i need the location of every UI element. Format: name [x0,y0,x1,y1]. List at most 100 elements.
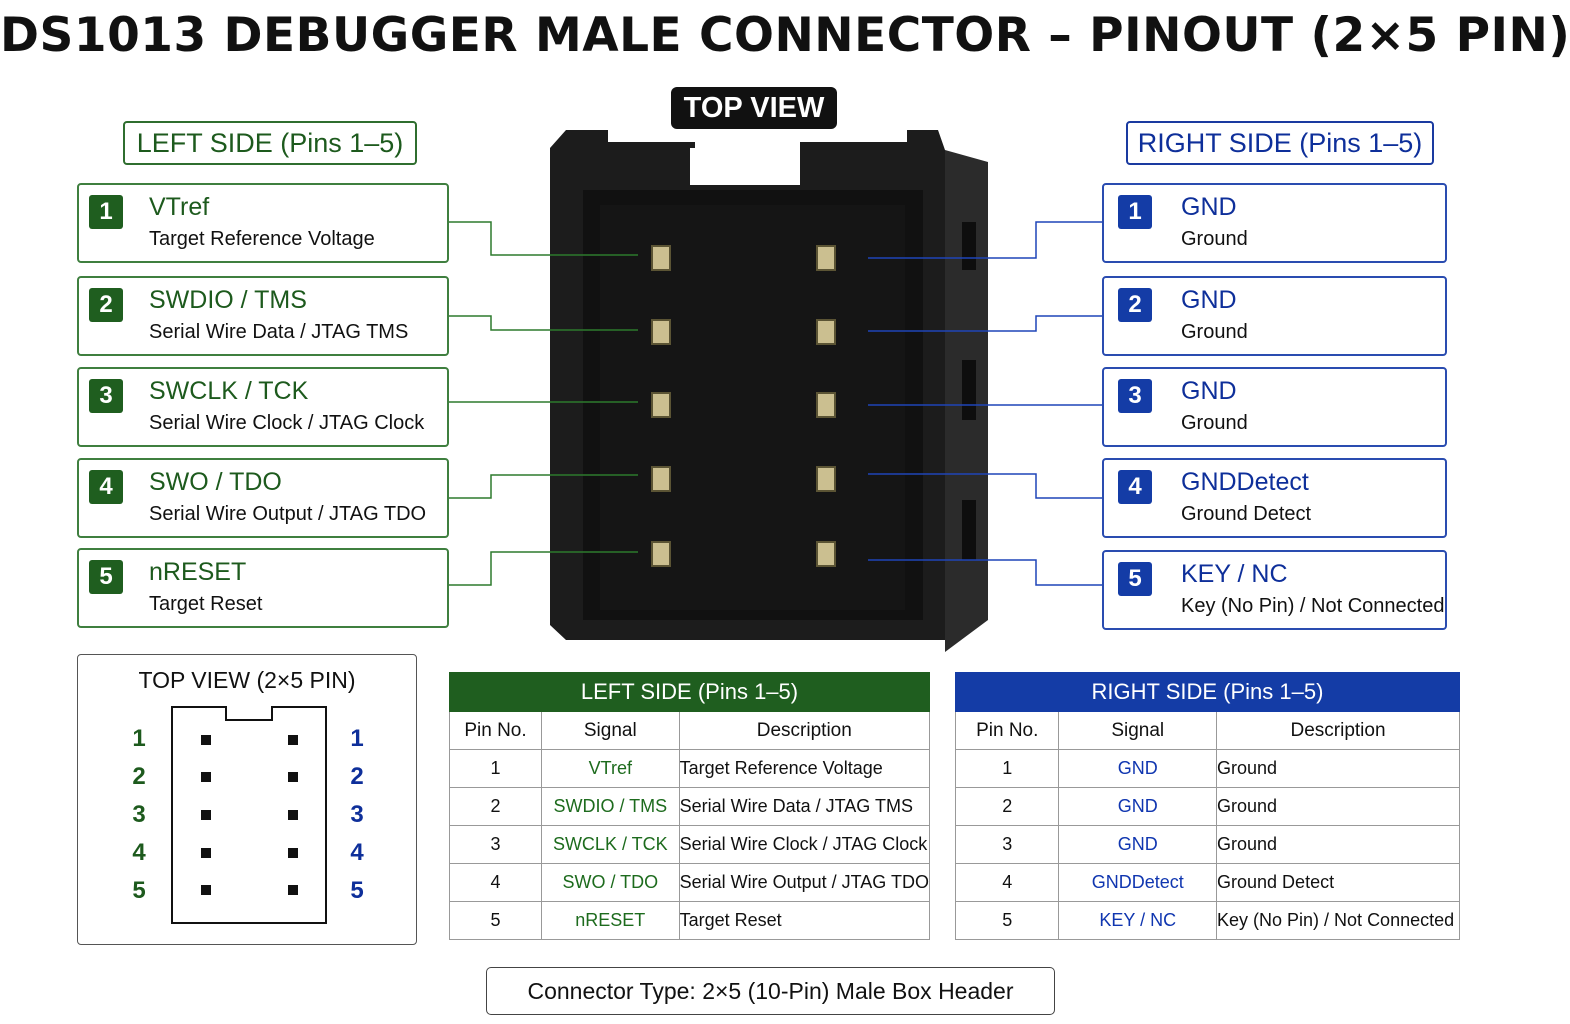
pin-signal: GNDDetect [1181,468,1309,496]
pin-right-5 [816,541,836,567]
leader-lines-right [868,221,1102,586]
pin-description: Target Reference Voltage [149,228,375,250]
pin-description: Target Reset [149,593,263,615]
pin-right-4 [816,466,836,492]
pin-column-right [816,245,836,567]
pin-right-3 [816,392,836,418]
cell-pin: 5 [449,901,542,940]
leader-left-5 [449,551,638,586]
table-row: 1 GND Ground [954,749,1460,788]
leader-right-1 [868,221,1102,259]
cell-description: Ground [1216,825,1460,864]
pin-description: Serial Wire Output / JTAG TDO [149,503,427,525]
cell-pin: 1 [449,749,542,788]
connector-photo [550,130,988,652]
pin-signal: SWDIO / TMS [149,286,307,314]
pin-number-badge: 1 [1118,195,1152,229]
cell-description: Serial Wire Data / JTAG TMS [678,787,931,826]
pin-description: Ground [1181,412,1248,434]
left-pin-table: LEFT SIDE (Pins 1–5) Pin No. Signal Desc… [449,672,931,940]
leader-right-4 [868,473,1102,499]
schematic-pin [201,885,211,895]
column-header-signal: Signal [541,711,680,750]
top-view-badge: TOP VIEW [671,87,837,129]
pin-description: Serial Wire Data / JTAG TMS [149,321,409,343]
leader-left-4 [449,474,638,499]
table-row: 3 SWCLK / TCK Serial Wire Clock / JTAG C… [449,825,931,864]
pin-number-badge: 5 [89,560,123,594]
pin-left-4 [651,466,671,492]
cell-description: Key (No Pin) / Not Connected [1216,901,1460,940]
side-slot [962,222,976,270]
cell-description: Ground [1216,749,1460,788]
table-row: 5 KEY / NC Key (No Pin) / Not Connected [954,901,1460,940]
diagram-left-number: 1 [132,725,146,752]
diagram-left-number: 3 [132,801,146,828]
schematic-pin [201,810,211,820]
cell-pin: 4 [954,863,1060,902]
cell-pin: 2 [954,787,1060,826]
cell-signal: VTref [541,749,680,788]
cell-description: Serial Wire Output / JTAG TDO [678,863,931,902]
pin-signal: nRESET [149,558,247,586]
table-row: 5 nRESET Target Reset [449,901,931,940]
cell-signal: GND [1058,825,1218,864]
pin-number-badge: 2 [89,288,123,322]
page-title: DS1013 DEBUGGER MALE CONNECTOR – PINOUT … [0,8,1570,63]
right-pin-table: RIGHT SIDE (Pins 1–5) Pin No. Signal Des… [954,672,1460,940]
connector-illustration [449,130,1102,652]
diagram-left-number: 4 [132,839,146,866]
pin-number-badge: 4 [89,470,123,504]
schematic-outline [171,706,327,924]
table-row: 2 GND Ground [954,787,1460,826]
cell-description: Serial Wire Clock / JTAG Clock [678,825,931,864]
left-side-header: LEFT SIDE (Pins 1–5) [123,121,417,165]
pin-description: Key (No Pin) / Not Connected [1181,595,1445,617]
cell-pin: 4 [449,863,542,902]
left-pin-card-4: 4 SWO / TDO Serial Wire Output / JTAG TD… [77,458,449,538]
schematic-pin [288,848,298,858]
cell-pin: 2 [449,787,542,826]
pin-number-badge: 5 [1118,562,1152,596]
column-header-signal: Signal [1058,711,1218,750]
pin-description: Serial Wire Clock / JTAG Clock [149,412,425,434]
cell-signal: SWDIO / TMS [541,787,680,826]
top-view-diagram: TOP VIEW (2×5 PIN) 1 2 3 4 5 1 2 3 4 5 [77,654,417,945]
pin-right-2 [816,319,836,345]
side-slot [962,500,976,560]
right-pin-card-2: 2 GND Ground [1102,276,1447,356]
leader-left-2 [449,315,638,331]
column-header-description: Description [1216,711,1460,750]
pin-number-badge: 3 [89,379,123,413]
schematic-body [171,706,327,924]
leader-right-2 [868,315,1102,332]
right-pin-card-5: 5 KEY / NC Key (No Pin) / Not Connected [1102,550,1447,630]
right-pin-card-4: 4 GNDDetect Ground Detect [1102,458,1447,538]
cell-description: Target Reference Voltage [678,749,931,788]
pin-signal: GND [1181,377,1237,405]
connector-type-footer: Connector Type: 2×5 (10-Pin) Male Box He… [486,967,1055,1015]
table-row: 3 GND Ground [954,825,1460,864]
pin-signal: GND [1181,286,1237,314]
table-row: 4 GNDDetect Ground Detect [954,863,1460,902]
leader-right-5 [868,559,1102,586]
column-header-pin: Pin No. [954,711,1060,750]
diagram-title: TOP VIEW (2×5 PIN) [138,667,356,693]
column-header-description: Description [678,711,931,750]
table-row: 2 SWDIO / TMS Serial Wire Data / JTAG TM… [449,787,931,826]
left-pin-card-2: 2 SWDIO / TMS Serial Wire Data / JTAG TM… [77,276,449,356]
right-pin-card-3: 3 GND Ground [1102,367,1447,447]
cell-pin: 3 [954,825,1060,864]
pin-signal: SWO / TDO [149,468,282,496]
cell-description: Target Reset [678,901,931,940]
schematic-pins [201,735,298,895]
pin-description: Ground Detect [1181,503,1312,525]
cell-description: Ground [1216,787,1460,826]
cell-pin: 5 [954,901,1060,940]
cell-pin: 3 [449,825,542,864]
schematic-pin [201,848,211,858]
diagram-right-number: 3 [350,801,364,828]
cell-description: Ground Detect [1216,863,1460,902]
left-pin-card-1: 1 VTref Target Reference Voltage [77,183,449,263]
cell-signal: SWO / TDO [541,863,680,902]
